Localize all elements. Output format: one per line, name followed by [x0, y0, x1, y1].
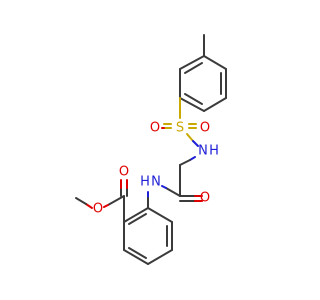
atom-labels: S O O N H H N O O O [93, 121, 219, 217]
amide-nitrogen-label: N [151, 175, 161, 190]
bond [123, 207, 149, 223]
bond [107, 195, 125, 206]
sulfonyl-oxygen-right-label: O [200, 121, 210, 136]
bond [161, 185, 167, 189]
bond [179, 97, 205, 112]
tolyl-ring [179, 34, 227, 112]
bond [147, 207, 173, 223]
bond [179, 159, 191, 166]
molecule-structure: S O O N H H N O O O [75, 34, 227, 265]
sulfonyl-oxygen-left-label: O [150, 121, 160, 136]
sulfonyl-group [161, 97, 199, 147]
bond [203, 55, 227, 70]
sulfonamide-hydrogen-label: H [209, 144, 219, 159]
bond [123, 249, 149, 265]
bond [165, 187, 181, 197]
sulfonamide-nitrogen-label: N [198, 144, 208, 159]
amide-oxygen-label: O [200, 191, 210, 206]
bond [128, 247, 147, 259]
bond [75, 197, 87, 205]
bond [192, 140, 199, 147]
bond [103, 204, 109, 208]
amide-hydrogen-label: H [140, 175, 150, 190]
anthranilate-ring [123, 191, 173, 265]
bond [184, 93, 203, 105]
bond [147, 249, 173, 265]
ester-carbonyl-oxygen-label: O [119, 165, 129, 180]
bond [186, 133, 194, 142]
bond [85, 203, 93, 209]
bond [128, 213, 147, 225]
bond [203, 97, 227, 112]
glycine-linker [161, 156, 203, 202]
bond [179, 55, 205, 70]
ester-ether-oxygen-label: O [93, 202, 103, 217]
bond [184, 62, 203, 74]
methyl-ester [75, 179, 128, 223]
sulfur-label: S [176, 121, 184, 136]
